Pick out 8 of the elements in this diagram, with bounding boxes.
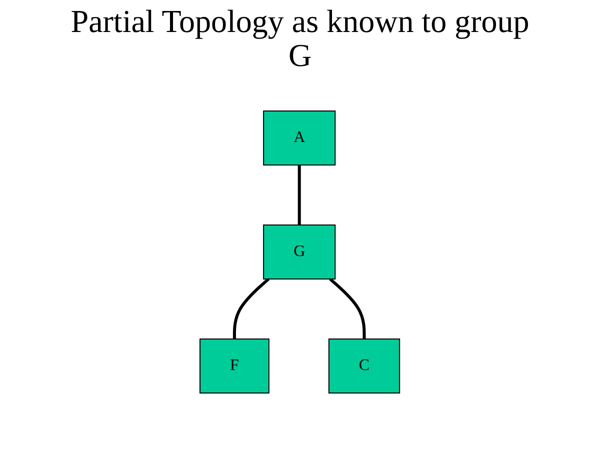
connector [298, 165, 302, 225]
node-box: F [200, 338, 270, 394]
node-box: C [328, 338, 400, 394]
diagram-title: Partial Topology as known to group G [70, 4, 530, 72]
connector [329, 278, 366, 339]
connector [233, 278, 270, 339]
node-box: G [263, 224, 336, 280]
node-box: A [263, 110, 336, 166]
